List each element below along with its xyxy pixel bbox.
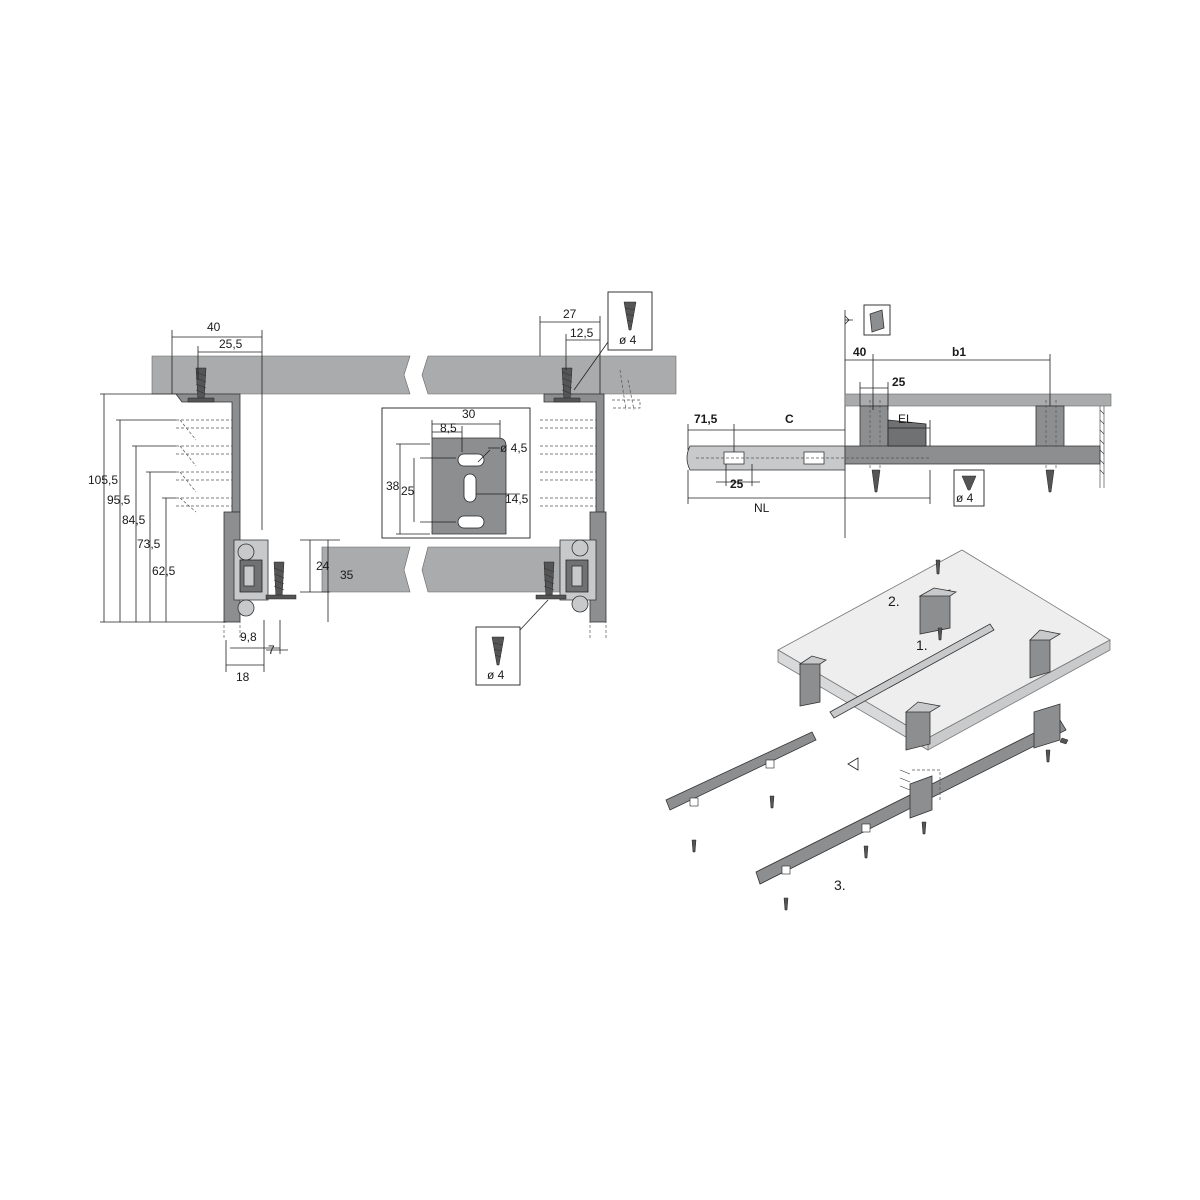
dim-105-5: 105,5 xyxy=(88,473,118,487)
detail-dim-38: 38 xyxy=(386,479,400,493)
side-dim-el: EL xyxy=(898,412,913,426)
screw-callout-top-label: ø 4 xyxy=(619,333,637,347)
side-dim-71-5: 71,5 xyxy=(694,412,718,426)
drawer-board-right xyxy=(421,546,561,593)
left-angle-bracket xyxy=(175,393,241,513)
right-top-screw xyxy=(553,367,581,403)
detail-dim-4-5: ø 4,5 xyxy=(500,441,528,455)
left-bottom-screw xyxy=(265,561,297,600)
assembly-step-3: 3. xyxy=(834,877,846,893)
left-rail-profile xyxy=(223,511,269,640)
side-view: 40 b1 25 71,5 C EL 25 NL ø 4 xyxy=(686,304,1112,538)
left-top-screw xyxy=(187,367,215,403)
detail-dim-14-5: 14,5 xyxy=(505,492,529,506)
assembly-bracket-4 xyxy=(904,701,942,751)
right-angle-bracket xyxy=(543,393,605,513)
side-screw-callout-label: ø 4 xyxy=(956,491,974,505)
assembly-step-1: 1. xyxy=(916,637,928,653)
screw-callout-bottom: ø 4 xyxy=(475,599,549,686)
dim-35: 35 xyxy=(340,568,354,582)
dim-25-5-top: 25,5 xyxy=(219,337,243,351)
dim-62-5: 62,5 xyxy=(152,564,176,578)
dim-9-8: 9,8 xyxy=(240,630,257,644)
bracket-detail: 30 8,5 ø 4,5 38 25 14,5 xyxy=(381,407,531,539)
side-dim-40: 40 xyxy=(853,345,867,359)
assembly-bracket-1 xyxy=(798,655,827,707)
dim-12-5: 12,5 xyxy=(570,326,594,340)
detail-dim-30: 30 xyxy=(462,407,476,421)
dim-40-top: 40 xyxy=(207,320,221,334)
dim-7: 7 xyxy=(268,643,275,657)
side-rail-outer xyxy=(844,445,1101,465)
dim-84-5: 84,5 xyxy=(122,513,146,527)
height-dimensions: 105,5 95,5 84,5 73,5 62,5 xyxy=(88,393,226,623)
assembly-rail-1 xyxy=(829,623,995,719)
detail-dim-8-5: 8,5 xyxy=(440,421,457,435)
dim-27: 27 xyxy=(563,307,577,321)
screw-callout-top: ø 4 xyxy=(573,291,653,391)
side-dim-nl: NL xyxy=(754,501,770,515)
slot-top xyxy=(457,453,485,467)
drawer-board-left xyxy=(321,546,411,593)
detail-dim-25: 25 xyxy=(401,484,415,498)
slot-bottom xyxy=(457,515,485,529)
side-dim-25-top: 25 xyxy=(892,375,906,389)
front-view: 40 25,5 105,5 95,5 84,5 73,5 62,5 24 35 … xyxy=(88,291,677,686)
assembly-view: 2. 1. 3. xyxy=(665,549,1111,911)
side-dim-25-bottom: 25 xyxy=(730,477,744,491)
side-dim-c: C xyxy=(785,412,794,426)
dim-95-5: 95,5 xyxy=(107,493,131,507)
assembly-rail-2 xyxy=(665,731,817,811)
dim-24: 24 xyxy=(316,559,330,573)
side-dim-b1: b1 xyxy=(952,345,966,359)
assembly-bracket-6 xyxy=(1033,703,1061,749)
right-rail-profile xyxy=(559,511,607,640)
dim-73-5: 73,5 xyxy=(137,537,161,551)
side-screw-callout: ø 4 xyxy=(953,469,985,507)
side-top-panel xyxy=(844,393,1112,407)
right-alt-positions xyxy=(540,369,641,507)
side-bracket-rear xyxy=(1035,405,1065,451)
assembly-bracket-5 xyxy=(899,769,941,819)
assembly-bracket-3 xyxy=(1029,629,1062,679)
dim-18: 18 xyxy=(236,670,250,684)
left-alt-positions xyxy=(176,419,232,513)
right-bottom-screw xyxy=(535,561,567,600)
side-bracket-front xyxy=(859,405,889,451)
top-board-right xyxy=(421,355,677,395)
slot-middle xyxy=(463,473,477,503)
top-board-left xyxy=(151,355,411,395)
assembly-step-2: 2. xyxy=(888,593,900,609)
assembly-bracket-2 xyxy=(918,559,958,641)
screw-callout-bottom-label: ø 4 xyxy=(487,668,505,682)
